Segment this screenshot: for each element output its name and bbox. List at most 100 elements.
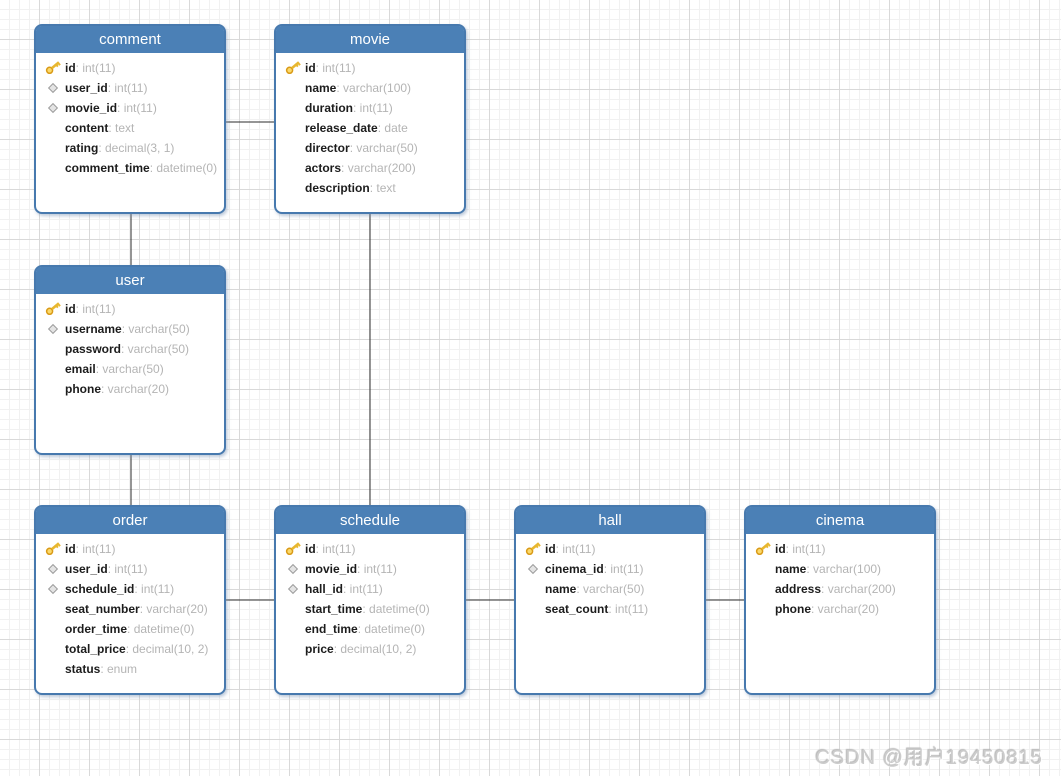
field-type: : datetime(0) xyxy=(127,622,195,636)
field-type: : varchar(200) xyxy=(821,582,896,596)
field-row-seat_count[interactable]: seat_count: int(11) xyxy=(516,599,704,619)
field-name: name xyxy=(775,562,807,576)
field-name: id xyxy=(65,61,76,75)
foreign-key-icon xyxy=(287,563,299,575)
table-title-schedule[interactable]: schedule xyxy=(276,507,464,534)
table-node-order[interactable]: order id: int(11)user_id: int(11)schedul… xyxy=(34,505,226,695)
field-row-id[interactable]: id: int(11) xyxy=(276,58,464,78)
table-title-order[interactable]: order xyxy=(36,507,224,534)
field-row-id[interactable]: id: int(11) xyxy=(746,539,934,559)
table-node-schedule[interactable]: schedule id: int(11)movie_id: int(11)hal… xyxy=(274,505,466,695)
field-row-comment_time[interactable]: comment_time: datetime(0) xyxy=(36,158,224,178)
field-row-rating[interactable]: rating: decimal(3, 1) xyxy=(36,138,224,158)
primary-key-icon xyxy=(45,302,61,316)
foreign-key-icon-cell xyxy=(41,323,65,335)
field-name: cinema_id xyxy=(545,562,604,576)
field-name: price xyxy=(305,642,334,656)
csdn-watermark: CSDN @用户19450815 xyxy=(815,747,1043,769)
field-row-id[interactable]: id: int(11) xyxy=(36,58,224,78)
field-name: id xyxy=(305,542,316,556)
field-row-release_date[interactable]: release_date: date xyxy=(276,118,464,138)
foreign-key-icon xyxy=(47,82,59,94)
foreign-key-icon-cell xyxy=(281,583,305,595)
field-row-movie_id[interactable]: movie_id: int(11) xyxy=(276,559,464,579)
field-type: : varchar(50) xyxy=(349,141,418,155)
field-row-seat_number[interactable]: seat_number: varchar(20) xyxy=(36,599,224,619)
field-type: : text xyxy=(108,121,135,135)
field-type: : date xyxy=(377,121,408,135)
table-title-comment[interactable]: comment xyxy=(36,26,224,53)
primary-key-icon xyxy=(45,61,61,75)
field-name: id xyxy=(65,542,76,556)
field-row-director[interactable]: director: varchar(50) xyxy=(276,138,464,158)
field-row-start_time[interactable]: start_time: datetime(0) xyxy=(276,599,464,619)
table-node-hall[interactable]: hall id: int(11)cinema_id: int(11)name: … xyxy=(514,505,706,695)
table-fields-user: id: int(11)username: varchar(50)password… xyxy=(36,294,224,399)
field-name: username xyxy=(65,322,122,336)
table-title-user[interactable]: user xyxy=(36,267,224,294)
field-row-id[interactable]: id: int(11) xyxy=(36,539,224,559)
field-row-password[interactable]: password: varchar(50) xyxy=(36,339,224,359)
field-type: : datetime(0) xyxy=(357,622,426,636)
field-type: : varchar(50) xyxy=(576,582,645,596)
field-row-id[interactable]: id: int(11) xyxy=(276,539,464,559)
field-type: : varchar(50) xyxy=(95,362,164,376)
field-name: user_id xyxy=(65,562,108,576)
field-row-schedule_id[interactable]: schedule_id: int(11) xyxy=(36,579,224,599)
field-name: order_time xyxy=(65,622,128,636)
table-title-hall[interactable]: hall xyxy=(516,507,704,534)
field-name: duration xyxy=(305,101,353,115)
field-row-phone[interactable]: phone: varchar(20) xyxy=(36,379,224,399)
field-row-content[interactable]: content: text xyxy=(36,118,224,138)
field-row-price[interactable]: price: decimal(10, 2) xyxy=(276,639,464,659)
field-row-username[interactable]: username: varchar(50) xyxy=(36,319,224,339)
field-type: : varchar(20) xyxy=(811,602,880,616)
field-row-status[interactable]: status: enum xyxy=(36,659,224,679)
primary-key-icon xyxy=(755,542,771,556)
field-row-description[interactable]: description: text xyxy=(276,178,464,198)
field-name: seat_count xyxy=(545,602,609,616)
field-row-movie_id[interactable]: movie_id: int(11) xyxy=(36,98,224,118)
field-row-name[interactable]: name: varchar(100) xyxy=(276,78,464,98)
field-type: : varchar(50) xyxy=(121,342,190,356)
field-row-email[interactable]: email: varchar(50) xyxy=(36,359,224,379)
table-node-comment[interactable]: comment id: int(11)user_id: int(11)movie… xyxy=(34,24,226,214)
field-type: : int(11) xyxy=(134,582,175,596)
table-node-user[interactable]: user id: int(11)username: varchar(50)pas… xyxy=(34,265,226,455)
field-name: movie_id xyxy=(65,101,118,115)
field-type: : datetime(0) xyxy=(362,602,430,616)
table-fields-movie: id: int(11)name: varchar(100)duration: i… xyxy=(276,53,464,198)
foreign-key-icon-cell xyxy=(521,563,545,575)
field-row-user_id[interactable]: user_id: int(11) xyxy=(36,559,224,579)
field-type: : datetime(0) xyxy=(149,161,218,175)
field-row-hall_id[interactable]: hall_id: int(11) xyxy=(276,579,464,599)
field-row-end_time[interactable]: end_time: datetime(0) xyxy=(276,619,464,639)
field-name: end_time xyxy=(305,622,358,636)
field-row-total_price[interactable]: total_price: decimal(10, 2) xyxy=(36,639,224,659)
field-type: : enum xyxy=(100,662,138,676)
field-row-name[interactable]: name: varchar(50) xyxy=(516,579,704,599)
field-type: : varchar(100) xyxy=(806,562,882,576)
field-row-id[interactable]: id: int(11) xyxy=(36,299,224,319)
field-type: : int(11) xyxy=(343,582,383,596)
table-title-movie[interactable]: movie xyxy=(276,26,464,53)
field-row-id[interactable]: id: int(11) xyxy=(516,539,704,559)
table-node-movie[interactable]: movie id: int(11)name: varchar(100)durat… xyxy=(274,24,466,214)
table-title-cinema[interactable]: cinema xyxy=(746,507,934,534)
field-row-user_id[interactable]: user_id: int(11) xyxy=(36,78,224,98)
table-node-cinema[interactable]: cinema id: int(11)name: varchar(100)addr… xyxy=(744,505,936,695)
field-row-name[interactable]: name: varchar(100) xyxy=(746,559,934,579)
field-row-address[interactable]: address: varchar(200) xyxy=(746,579,934,599)
field-name: description xyxy=(305,181,370,195)
field-row-phone[interactable]: phone: varchar(20) xyxy=(746,599,934,619)
field-row-order_time[interactable]: order_time: datetime(0) xyxy=(36,619,224,639)
foreign-key-icon xyxy=(47,102,59,114)
primary-key-icon-cell xyxy=(41,61,65,75)
field-row-duration[interactable]: duration: int(11) xyxy=(276,98,464,118)
table-fields-schedule: id: int(11)movie_id: int(11)hall_id: int… xyxy=(276,534,464,659)
field-name: id xyxy=(775,542,786,556)
field-row-cinema_id[interactable]: cinema_id: int(11) xyxy=(516,559,704,579)
field-row-actors[interactable]: actors: varchar(200) xyxy=(276,158,464,178)
foreign-key-icon xyxy=(47,563,59,575)
